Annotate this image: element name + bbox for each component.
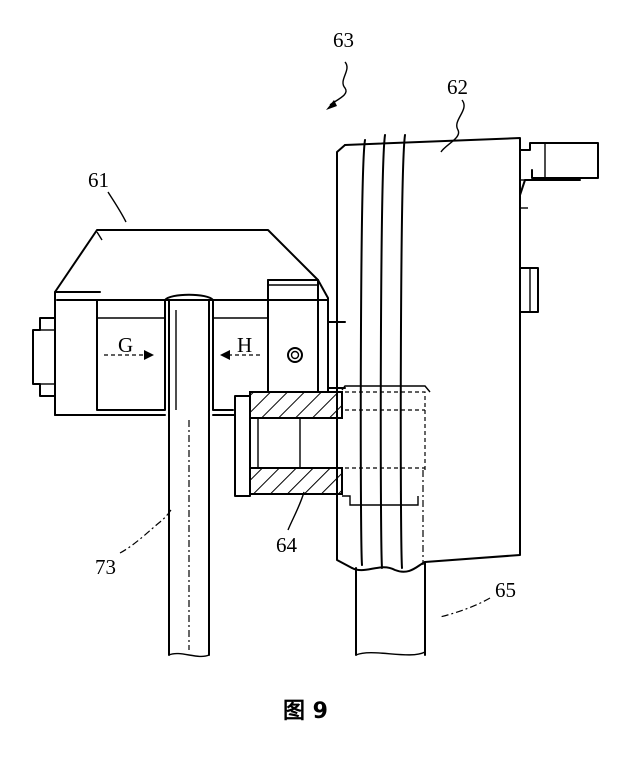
label-61: 61 (88, 168, 109, 192)
motion-arrows (104, 350, 262, 360)
label-63: 63 (333, 28, 354, 52)
label-64: 64 (276, 533, 297, 557)
left-end-knob (32, 317, 56, 397)
label-73: 73 (95, 555, 116, 579)
leader-62 (440, 99, 465, 153)
leader-61 (107, 191, 127, 223)
leader-63 (326, 61, 348, 110)
sleeve-64 (234, 391, 343, 497)
rod-65 (355, 470, 426, 656)
leader-73 (119, 507, 173, 554)
leader-65 (439, 597, 491, 618)
label-g: G (118, 333, 134, 357)
figure-caption: 图 9 (283, 699, 328, 724)
rod-73 (164, 293, 214, 658)
leader-64 (287, 491, 305, 531)
label-62: 62 (447, 75, 468, 99)
label-65: 65 (495, 578, 516, 602)
clamp-block-61 (54, 229, 346, 416)
label-h: H (237, 333, 253, 357)
unit-62 (336, 134, 599, 573)
